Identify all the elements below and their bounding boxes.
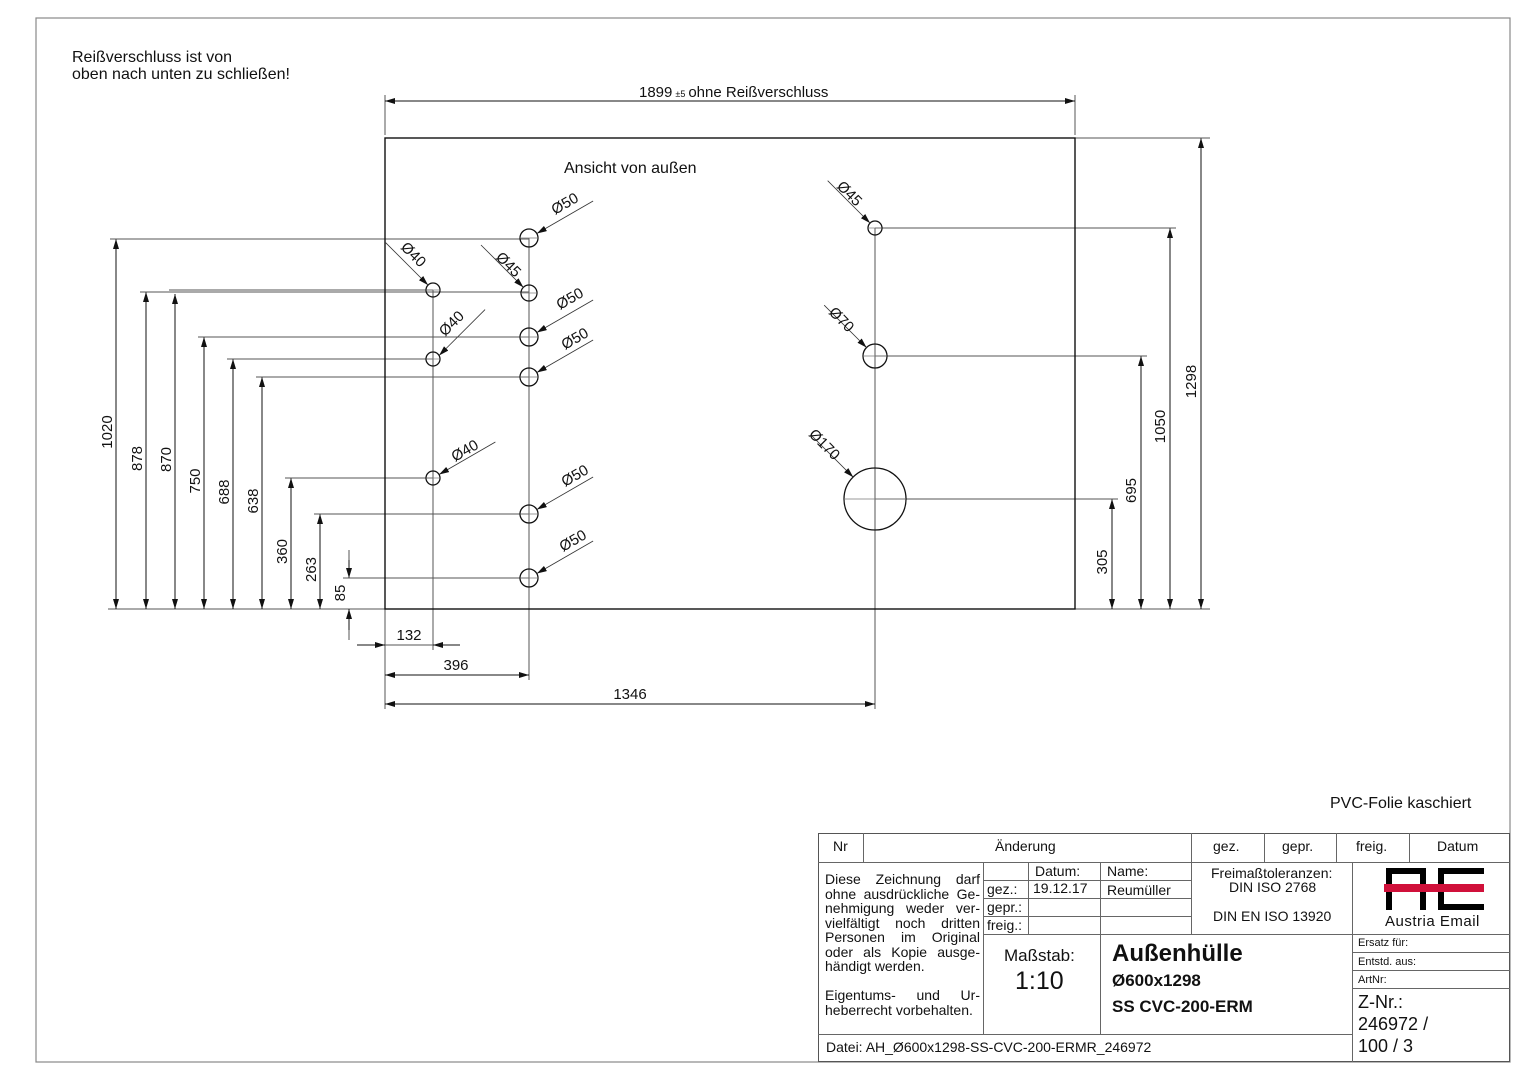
drawing-subtitle-2: SS CVC-200-ERM (1112, 997, 1253, 1016)
copyright-line: händigt werden. (825, 958, 925, 974)
hole-diameter-label: Ø70 (825, 304, 857, 336)
header-datum: Datum (1437, 838, 1479, 854)
sheet-border (35, 17, 1511, 1063)
hole-diameter-label: Ø170 (805, 426, 843, 464)
name-label: Name: (1107, 863, 1149, 879)
tolerances-label: Freimaßtoleranzen: (1211, 865, 1333, 881)
hole-diameter-label: Ø50 (559, 325, 592, 354)
ersatz-label: Ersatz für: (1358, 937, 1409, 949)
artnr-label: ArtNr: (1358, 974, 1387, 986)
leader-line (385, 242, 429, 286)
zipper-note-1: Reißverschluss ist von (72, 49, 232, 66)
hole-diameter-label: Ø50 (549, 190, 582, 219)
gez-label: gez.: (987, 881, 1018, 897)
dim-bottom-label: 396 (443, 657, 468, 674)
gepr-label: gepr.: (987, 899, 1023, 915)
tolerance-1: DIN ISO 2768 (1229, 879, 1317, 895)
leader-line (480, 244, 524, 288)
scale-value: 1:10 (1015, 967, 1064, 995)
copyright-line: Personen im Original (825, 929, 980, 945)
coating-note: PVC-Folie kaschiert (1330, 795, 1472, 812)
dim-right-label: 1298 (1183, 365, 1200, 398)
leader-line (810, 434, 854, 478)
logo-text: Austria Email (1385, 913, 1480, 930)
copyright-line: nehmigung weder ver- (825, 900, 980, 916)
znr-value-1: 246972 / (1358, 1014, 1429, 1034)
dim-right-label: 305 (1094, 549, 1111, 574)
copyright-line: oder als Kopie ausge- (825, 943, 980, 960)
copyright-line: vielfältigt noch dritten (825, 914, 980, 931)
copyright-line: ohne ausdrückliche Ge- (825, 885, 980, 902)
gez-name: Reumüller (1107, 882, 1171, 898)
drawing-subtitle-1: Ø600x1298 (1112, 971, 1201, 990)
zipper-note-2: oben nach unten zu schließen! (72, 66, 290, 83)
header-freig: freig. (1356, 838, 1388, 854)
dim-left-label: 638 (245, 488, 262, 513)
header-aenderung: Änderung (995, 838, 1056, 854)
dim-left-label: 360 (274, 539, 291, 564)
znr-label: Z-Nr.: (1358, 992, 1403, 1012)
header-nr: Nr (833, 838, 848, 854)
leader-line (536, 339, 594, 373)
leader-line (438, 441, 496, 475)
leader-line (827, 180, 871, 224)
hole-diameter-label: Ø45 (833, 178, 865, 210)
copyright-line: Diese Zeichnung darf (825, 871, 980, 887)
freig-label: freig.: (987, 917, 1023, 933)
datum-label: Datum: (1035, 863, 1081, 879)
dim-left-label: 688 (216, 479, 233, 504)
dim-right-label: 695 (1123, 478, 1140, 503)
leader-line (536, 540, 594, 574)
copyright-line: Eigentums- und Ur- (825, 987, 980, 1003)
gez-date: 19.12.17 (1033, 880, 1088, 896)
hole-diameter-label: Ø50 (559, 462, 592, 491)
leader-line (536, 200, 594, 234)
dim-bottom-label: 1346 (613, 686, 646, 703)
dim-left-label: 85 (332, 585, 349, 602)
leader-line (536, 299, 594, 333)
scale-label: Maßstab: (1004, 946, 1075, 965)
hole-diameter-label: Ø45 (492, 249, 524, 281)
austria-email-logo (1384, 868, 1486, 912)
drawing-title: Außenhülle (1112, 940, 1243, 967)
entstd-label: Entstd. aus: (1358, 956, 1417, 968)
tolerance-2: DIN EN ISO 13920 (1213, 908, 1332, 924)
hole-diameter-label: Ø40 (449, 437, 482, 466)
header-gez: gez. (1213, 838, 1240, 854)
dim-right-label: 1050 (1152, 410, 1169, 443)
copyright-line: heberrecht vorbehalten. (825, 1001, 973, 1018)
header-gepr: gepr. (1282, 838, 1314, 854)
dim-left-label: 750 (187, 468, 204, 493)
znr-value-2: 100 / 3 (1358, 1036, 1414, 1056)
dim-left-label: 263 (303, 557, 320, 582)
view-title: Ansicht von außen (564, 160, 697, 177)
copyright-line (825, 974, 980, 989)
dim-bottom-label: 132 (396, 627, 421, 644)
file-name: Datei: AH_Ø600x1298-SS-CVC-200-ERMR_2469… (826, 1039, 1152, 1055)
outer-shell-outline (384, 137, 1076, 610)
dim-left-label: 870 (158, 447, 175, 472)
leader-line (823, 304, 867, 348)
dim-left-label: 1020 (99, 415, 116, 448)
hole-diameter-label: Ø50 (557, 527, 590, 556)
leader-line (536, 476, 594, 510)
hole-diameter-label: Ø40 (436, 308, 468, 340)
hole-diameter-label: Ø40 (397, 239, 429, 271)
dim-left-label: 878 (129, 446, 146, 471)
leader-line (438, 309, 486, 356)
hole-diameter-label: Ø50 (554, 285, 587, 314)
